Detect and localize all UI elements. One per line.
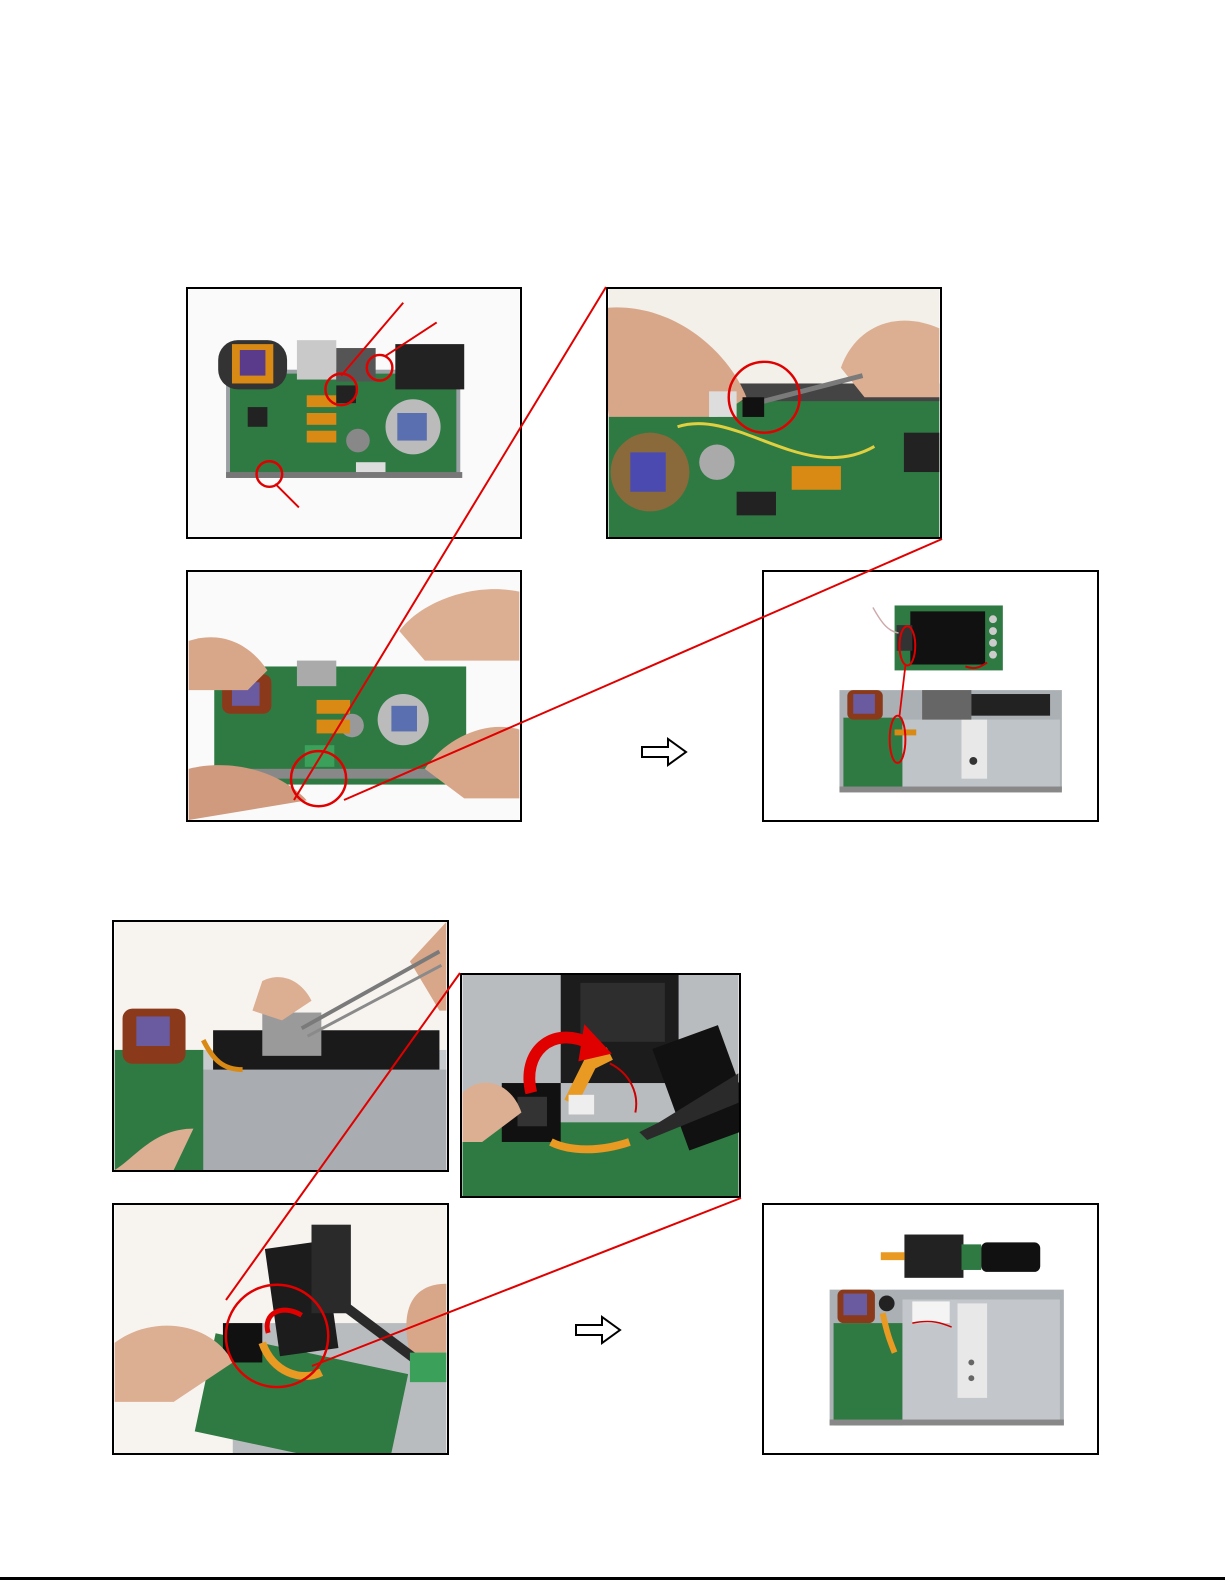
hands-lens-unit-photo xyxy=(112,1203,449,1455)
tweezers-lens-unit-photo xyxy=(112,920,449,1172)
lens-unit-removed-photo xyxy=(762,1203,1099,1455)
step-arrow-1-icon xyxy=(640,737,688,767)
flex-cable-closeup-image xyxy=(462,975,739,1196)
tweezers-lens-unit-image xyxy=(114,922,447,1170)
footer-rule xyxy=(0,1577,1225,1580)
lcd-board-removed-image xyxy=(764,572,1097,820)
flex-cable-closeup-photo xyxy=(460,973,741,1198)
lcd-board-removed-photo xyxy=(762,570,1099,822)
hands-lift-board-photo xyxy=(186,570,522,822)
lens-unit-removed-image xyxy=(764,1205,1097,1453)
camera-board-overview-photo xyxy=(186,287,522,539)
tweezers-connector-closeup-image xyxy=(608,289,940,537)
camera-board-overview-image xyxy=(188,289,520,537)
hands-lift-board-image xyxy=(188,572,520,820)
hands-lens-unit-image xyxy=(114,1205,447,1453)
step-arrow-2-icon xyxy=(574,1315,622,1345)
tweezers-connector-closeup-photo xyxy=(606,287,942,539)
